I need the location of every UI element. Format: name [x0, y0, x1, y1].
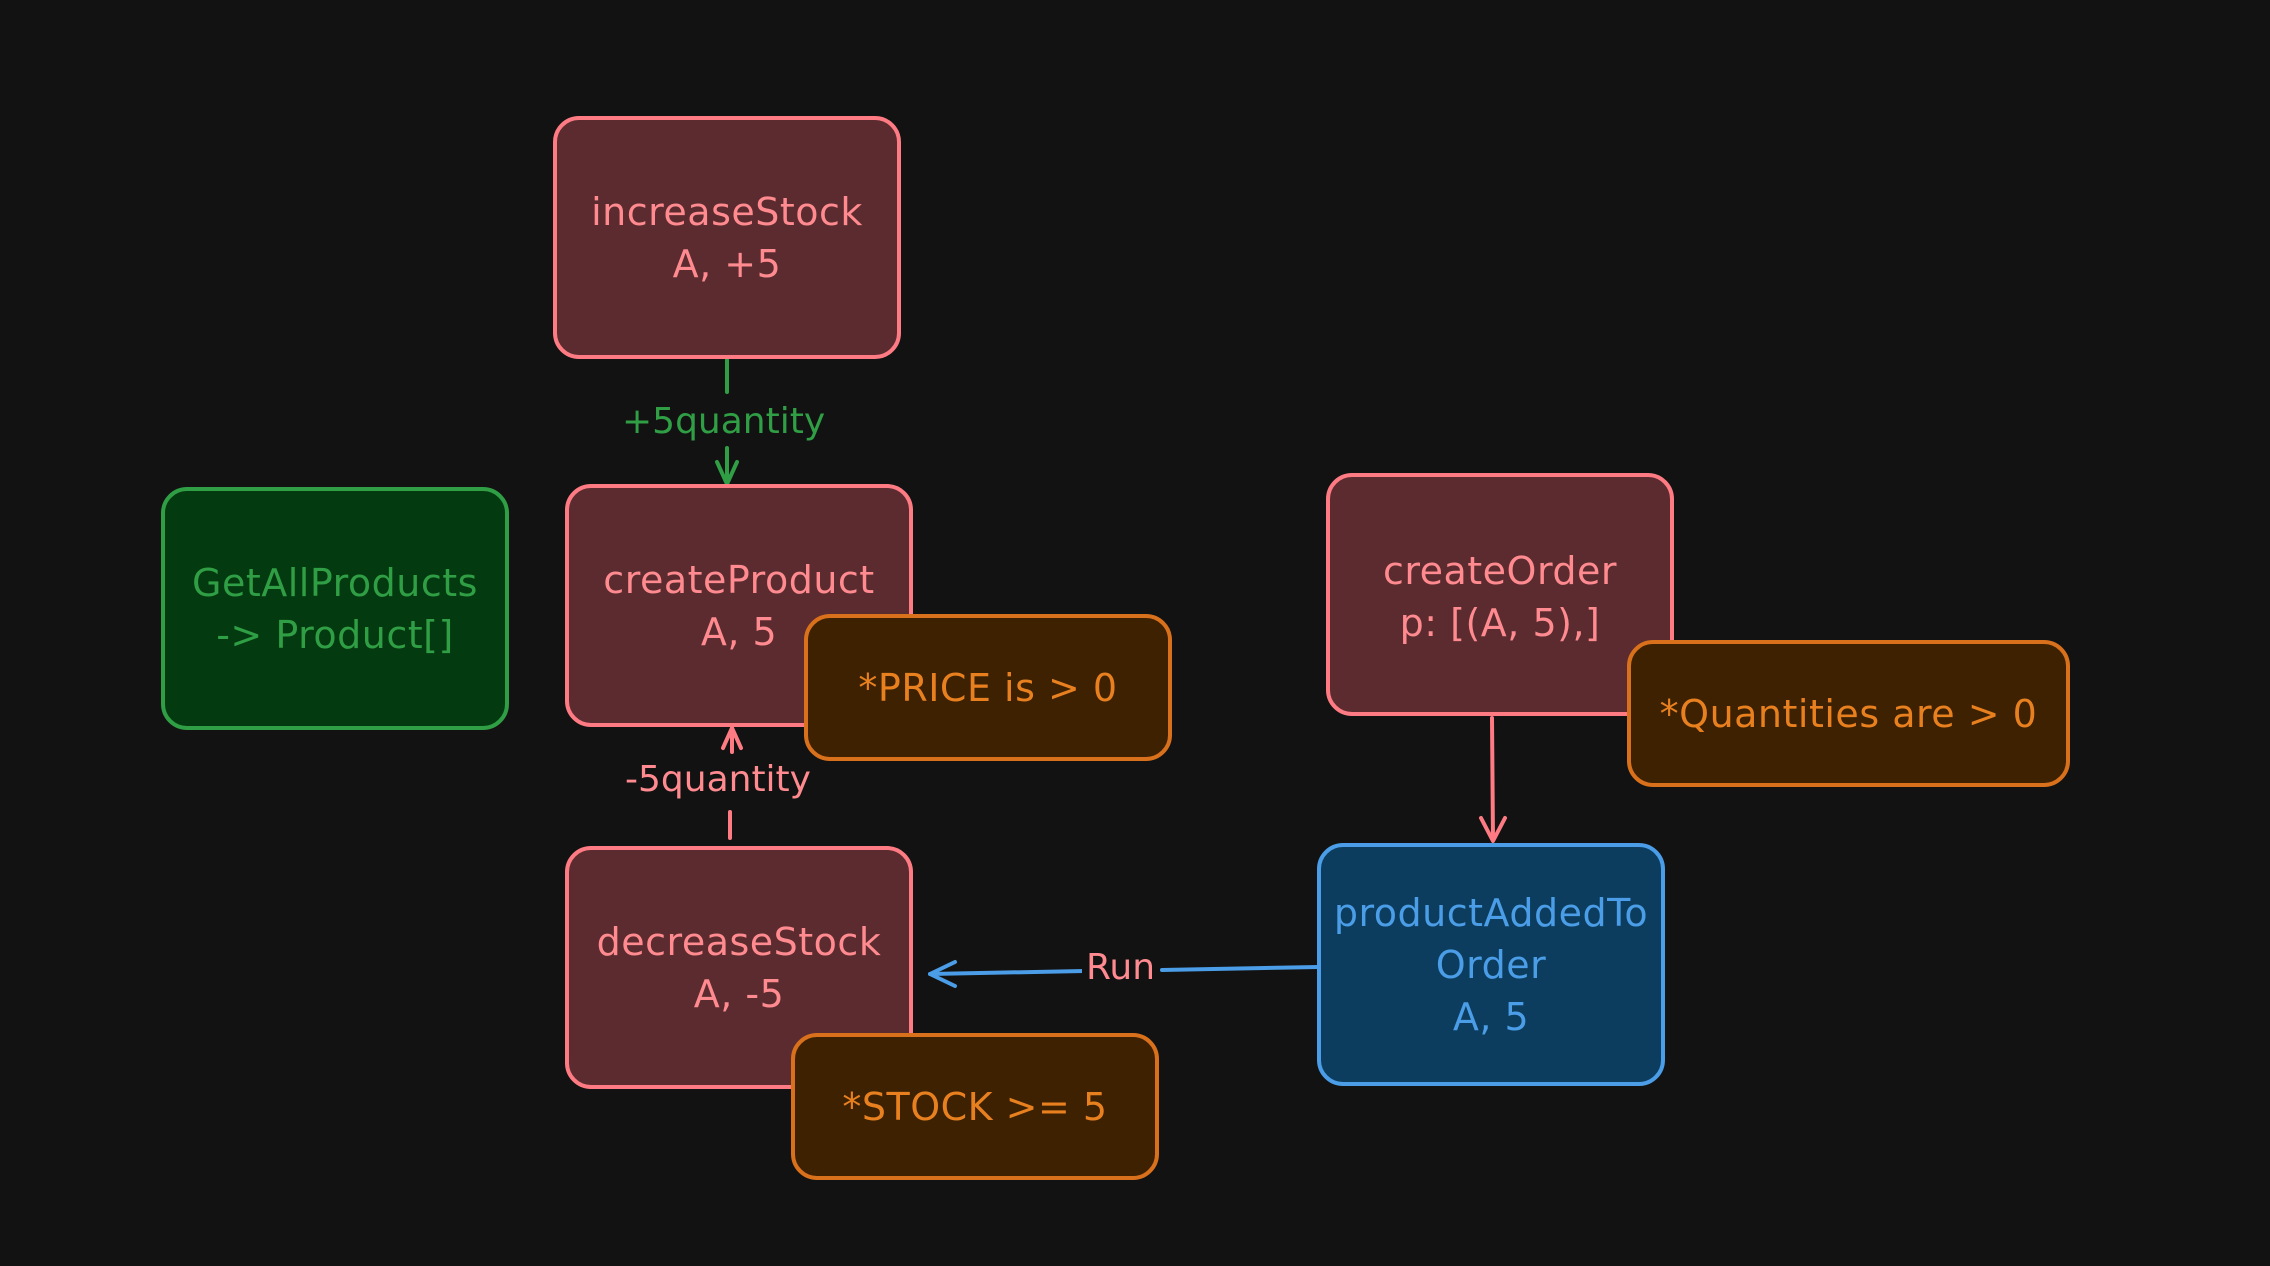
product-added-title-line1: productAddedTo: [1333, 890, 1649, 935]
edge-run-arrowhead: [928, 960, 957, 988]
create-order-args: p: [(A, 5),]: [1399, 601, 1601, 645]
edge-order-to-event-arrowhead: [1479, 816, 1507, 843]
stock-rule-text: *STOCK >= 5: [842, 1084, 1108, 1129]
create-order-title: createOrder: [1382, 549, 1618, 593]
price-rule-text: *PRICE is > 0: [858, 665, 1118, 710]
edge-label-run: Run: [1082, 946, 1160, 990]
quantities-rule-text: *Quantities are > 0: [1659, 691, 2038, 736]
product-added-args: A, 5: [1452, 994, 1530, 1039]
edge-label-minus-quantity: -5quantity: [619, 758, 817, 802]
price-rule[interactable]: *PRICE is > 0: [804, 614, 1172, 761]
create-product-title: createProduct: [603, 558, 875, 602]
increase-stock-command[interactable]: increaseStock A, +5: [553, 116, 901, 359]
product-added-title-line2: Order: [1435, 942, 1547, 987]
edge-order-to-event: [1490, 716, 1495, 842]
stock-rule[interactable]: *STOCK >= 5: [791, 1033, 1159, 1180]
get-all-products-title: GetAllProducts: [192, 560, 478, 605]
increase-stock-args: A, +5: [672, 241, 782, 286]
increase-stock-title: increaseStock: [591, 189, 863, 234]
create-order-command[interactable]: createOrder p: [(A, 5),]: [1326, 473, 1674, 716]
edge-run: [928, 965, 1320, 976]
decrease-stock-args: A, -5: [693, 972, 785, 1016]
quantities-rule[interactable]: *Quantities are > 0: [1627, 640, 2070, 787]
get-all-products-return: -> Product[]: [216, 612, 454, 657]
product-added-to-order-event[interactable]: productAddedTo Order A, 5: [1317, 843, 1665, 1086]
get-all-products-query[interactable]: GetAllProducts -> Product[]: [161, 487, 509, 730]
edge-minus-quantity-arrowhead: [721, 726, 743, 750]
decrease-stock-title: decreaseStock: [596, 920, 882, 964]
edge-label-plus-quantity: +5quantity: [616, 400, 832, 444]
create-product-args: A, 5: [700, 610, 778, 654]
